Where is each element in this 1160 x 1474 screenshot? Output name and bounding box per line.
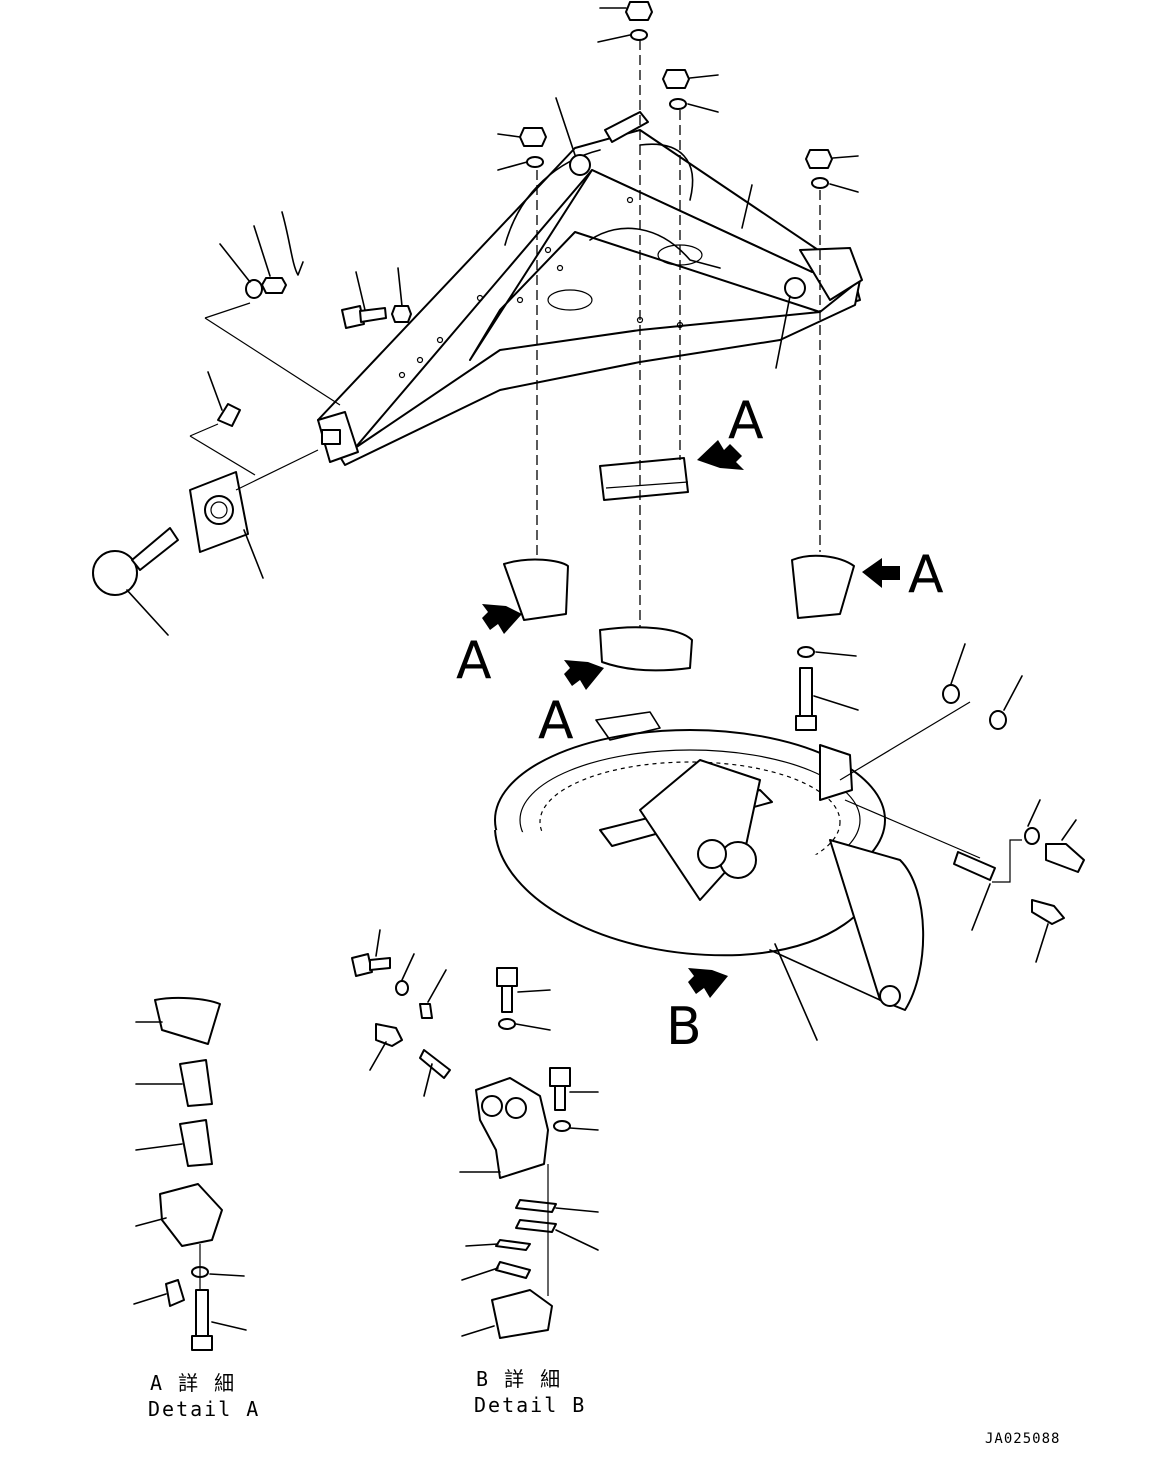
view-label-a-4: A — [538, 691, 574, 751]
view-label-a-3: A — [456, 631, 492, 691]
detail-a-caption-en: Detail A — [148, 1397, 260, 1421]
wear-pads — [503, 40, 859, 731]
view-label-a-1: A — [728, 391, 764, 451]
view-label-b: B — [666, 997, 702, 1057]
circle-turntable — [494, 711, 925, 1041]
detail-a-exploded — [133, 996, 247, 1351]
circle-side-hardware — [839, 643, 1085, 963]
view-label-a-2: A — [908, 545, 944, 605]
document-id: JA025088 — [985, 1431, 1060, 1447]
view-arrows — [482, 440, 900, 998]
top-hardware — [219, 1, 859, 369]
detail-a-caption-jp: A 詳 細 — [150, 1371, 236, 1395]
front-hitch-parts — [92, 302, 341, 636]
detail-b-caption-jp: B 詳 細 — [476, 1367, 562, 1391]
detail-b-exploded — [351, 929, 599, 1339]
detail-b-caption-en: Detail B — [474, 1393, 586, 1417]
